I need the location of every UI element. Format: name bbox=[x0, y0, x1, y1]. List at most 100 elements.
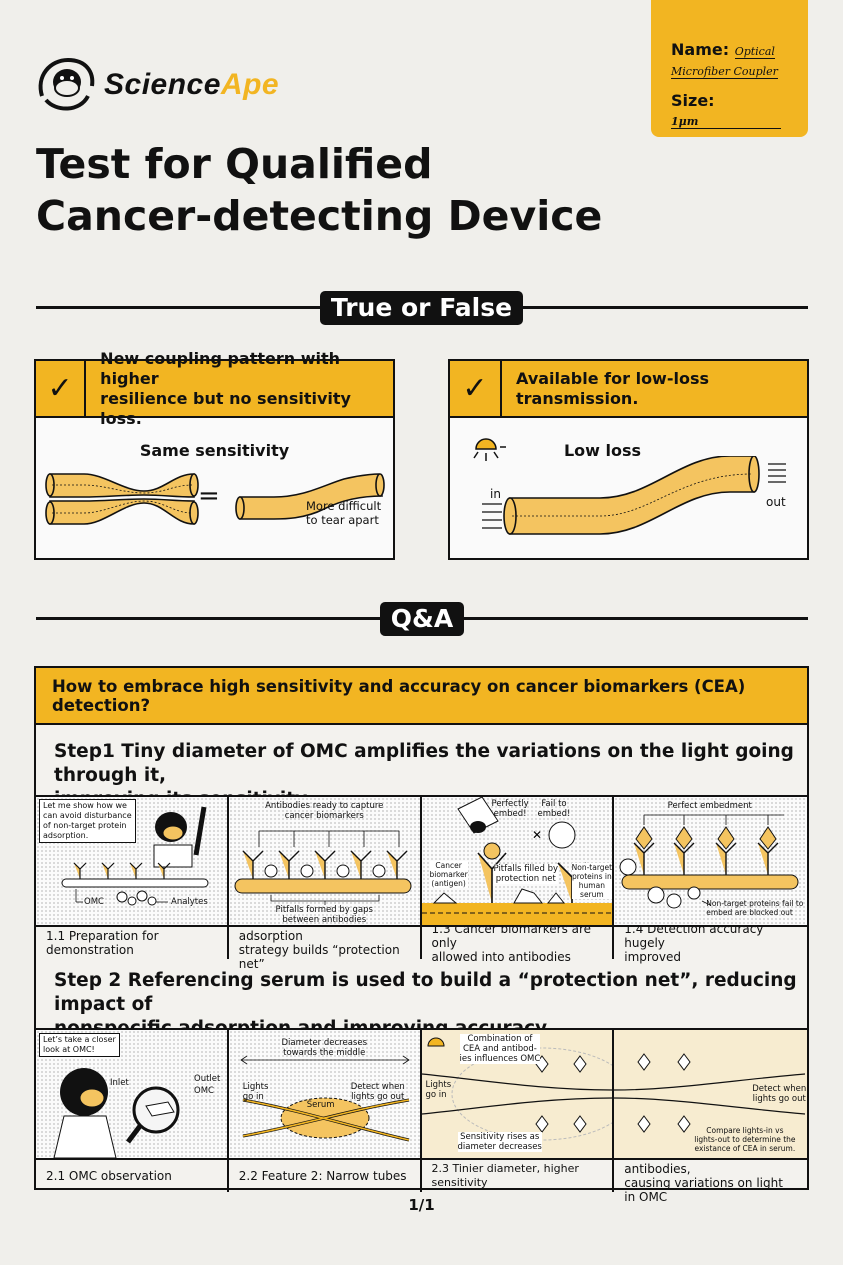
page-number: 1/1 bbox=[408, 1196, 435, 1214]
label-line: human serum bbox=[578, 881, 605, 899]
label-line: ies influences OMC bbox=[459, 1054, 541, 1064]
panel-caption: 2.4 CEA combine with antibodies,causing … bbox=[614, 1148, 807, 1204]
label-line: embed are blocked out bbox=[706, 908, 793, 917]
tf-card-1-header: ✓ New coupling pattern with higher resil… bbox=[36, 349, 393, 428]
section-heading-true-false: True or False bbox=[320, 291, 523, 325]
label-line: Detect when bbox=[350, 1082, 405, 1092]
out-label: out bbox=[766, 495, 786, 509]
bubble-line: Let’s take a closer bbox=[43, 1035, 116, 1044]
panel-1-2-illustration: Antibodies ready to capture cancer bioma… bbox=[228, 797, 420, 927]
name-value-line2: Microfiber Coupler bbox=[671, 65, 778, 79]
tf-card-2-header: ✓ Available for low-loss transmission. bbox=[450, 361, 807, 418]
note-line1: More difficult bbox=[306, 499, 382, 513]
brand-logo: ScienceApe bbox=[36, 56, 279, 114]
label-line: lights go out bbox=[351, 1092, 405, 1102]
equals-sign: = bbox=[198, 481, 220, 511]
tf-card-1-statement: New coupling pattern with higher resilie… bbox=[86, 349, 393, 429]
label-line: protection net bbox=[495, 874, 556, 884]
coupler-comparison-figure bbox=[45, 473, 385, 525]
tf-card-2: ✓ Available for low-loss transmission. L… bbox=[448, 359, 809, 560]
label-line: Non-target bbox=[571, 863, 613, 872]
pitfalls-label: Pitfalls formed by gaps between antibodi… bbox=[229, 905, 420, 925]
title-line2: Cancer-detecting Device bbox=[36, 192, 603, 240]
label-line: towards the middle bbox=[283, 1048, 366, 1058]
light-source-icon bbox=[473, 438, 506, 461]
size-label: Size: bbox=[671, 91, 715, 110]
name-value-line1: Optical bbox=[734, 45, 775, 59]
bubble-line: Let me show how we bbox=[43, 801, 127, 810]
step2-line1: Step 2 Referencing serum is used to buil… bbox=[54, 970, 797, 1015]
inlet-label: Inlet bbox=[110, 1078, 129, 1088]
name-label: Name: bbox=[671, 40, 730, 59]
tf-card-1: ✓ New coupling pattern with higher resil… bbox=[34, 349, 395, 560]
caption-line: strategy builds “protection net” bbox=[238, 943, 400, 971]
caption-line: improved bbox=[624, 950, 682, 964]
bubble-line: can avoid disturbance bbox=[43, 811, 132, 820]
note-line2: to tear apart bbox=[306, 513, 379, 527]
label-line: Antibodies ready to capture bbox=[265, 801, 384, 811]
statement-line2: transmission. bbox=[516, 388, 639, 408]
speech-bubble: Let’s take a closer look at OMC! bbox=[39, 1033, 120, 1057]
label-line: (antigen) bbox=[431, 879, 466, 888]
in-label: in bbox=[490, 487, 501, 501]
tear-apart-note: More difficult to tear apart bbox=[306, 499, 381, 527]
label-line: go in bbox=[425, 1090, 447, 1100]
title-line1: Test for Qualified bbox=[36, 140, 433, 188]
panel-caption: 2.1 OMC observation bbox=[46, 1169, 172, 1183]
serum-label: Serum bbox=[306, 1100, 335, 1110]
label-line: cancer biomarkers bbox=[284, 811, 364, 821]
panel-caption: 1.1 Preparation for demonstration bbox=[46, 929, 159, 957]
label-line: between antibodies bbox=[282, 915, 367, 925]
statement-line1: Available for low-loss bbox=[516, 368, 709, 388]
brand-name: ScienceApe bbox=[104, 68, 280, 101]
antibody-layer-icon bbox=[234, 830, 412, 905]
scientist-with-omc-icon bbox=[61, 806, 209, 906]
label-line: existance of CEA in serum. bbox=[694, 1144, 796, 1153]
panel-caption: 2.2 Feature 2: Narrow tubes bbox=[238, 1169, 407, 1183]
sensitivity-icon bbox=[421, 1037, 613, 1141]
name-tag: Name: Optical Microfiber Coupler Size: 1… bbox=[651, 0, 808, 137]
label-line: CEA and antibod- bbox=[462, 1044, 537, 1054]
label-line: biomarker bbox=[429, 870, 468, 879]
panel-caption: 2.3 Tinier diameter, higher sensitivity bbox=[431, 1162, 579, 1189]
panel-1-4: Perfect embedment Non-target proteins fa… bbox=[614, 797, 807, 964]
embedded-antibodies-icon bbox=[619, 814, 799, 909]
check-icon: ✓ bbox=[450, 361, 502, 416]
label-line: Lights bbox=[425, 1080, 452, 1090]
qa-question: How to embrace high sensitivity and accu… bbox=[36, 668, 807, 725]
scientist-magnifier-icon bbox=[53, 1068, 180, 1158]
step2-panels: Let’s take a closer look at OMC! Inlet O… bbox=[36, 1028, 807, 1204]
perfect-embedment-label: Perfect embedment bbox=[667, 801, 752, 811]
qa-box: How to embrace high sensitivity and accu… bbox=[34, 666, 809, 1204]
low-loss-fiber-figure bbox=[482, 456, 786, 535]
label-line: proteins in bbox=[571, 872, 612, 881]
label-line: Pitfalls filled by bbox=[493, 864, 559, 874]
size-row: Size: 1μm bbox=[671, 91, 808, 129]
caption-line: allowed into antibodies bbox=[431, 950, 571, 964]
panel-2-1: Let’s take a closer look at OMC! Inlet O… bbox=[36, 1030, 229, 1192]
bubble-line: of non-target protein bbox=[43, 821, 127, 830]
label-line: Combination of bbox=[467, 1034, 533, 1044]
figure-title: Low loss bbox=[563, 441, 642, 460]
statement-line1: New coupling pattern with higher bbox=[100, 348, 341, 388]
label-line: diameter decreases bbox=[457, 1142, 542, 1152]
label-line: Perfectly bbox=[491, 799, 529, 809]
ape-logo-icon bbox=[38, 57, 95, 111]
size-value: 1μm bbox=[671, 115, 781, 129]
name-row-2: Microfiber Coupler bbox=[671, 60, 808, 79]
